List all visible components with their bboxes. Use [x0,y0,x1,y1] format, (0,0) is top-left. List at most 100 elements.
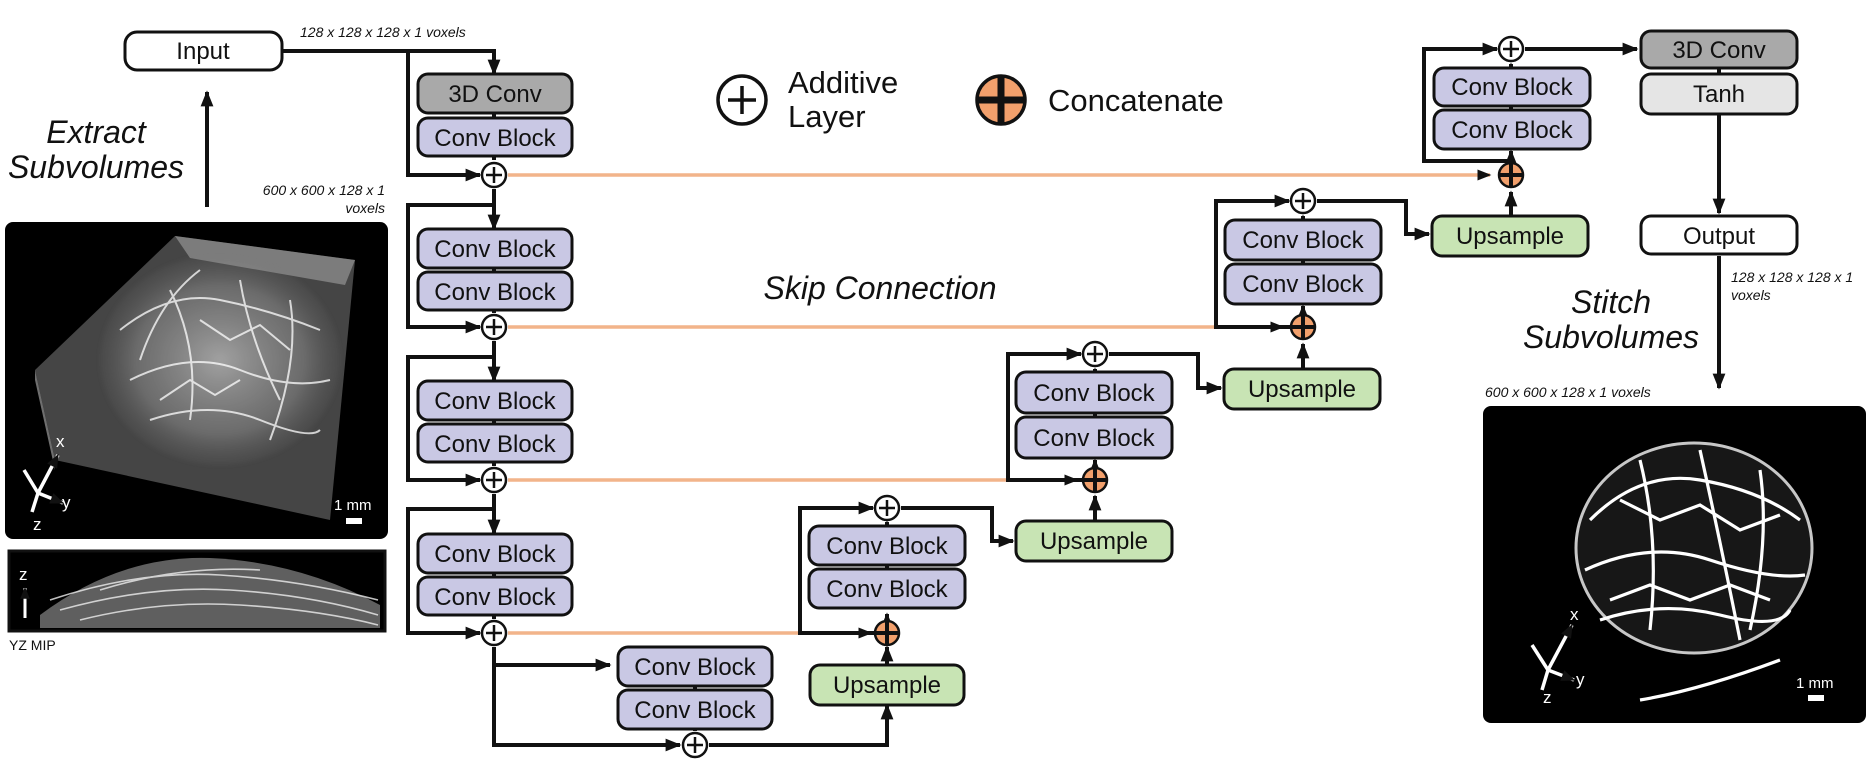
upsample-1: Upsample [1430,214,1590,258]
encoder-conv3d: 3D Conv [416,72,574,115]
output-volume-image: x y z 1 mm [1483,406,1866,723]
dec1-block-a: Conv Block [1432,66,1592,108]
enc4-block-b-label: Conv Block [434,584,556,611]
mip-label: YZ MIP [9,637,56,653]
dec4-block-b: Conv Block [807,567,967,610]
enc2-block-a: Conv Block [416,227,574,270]
upsample-4: Upsample [808,663,966,707]
bottleneck-block-a-label: Conv Block [634,654,756,681]
enc3-block-b: Conv Block [416,422,574,464]
scale-bar-icon [346,518,362,524]
enc3-block-b-label: Conv Block [434,431,556,458]
dec3-block-a-label: Conv Block [1033,380,1155,407]
concatenate-node [1289,313,1317,341]
vessel-texture [119,269,331,441]
additive-node [1497,35,1525,63]
yz-mip-image: z [7,549,387,633]
enc1-block-a: Conv Block [416,116,574,158]
concatenate-nodes [873,161,1525,647]
output-dims-line2: voxels [1731,287,1771,303]
dec4-block-b-label: Conv Block [826,576,948,603]
upsample-2-label: Upsample [1248,376,1356,403]
concatenate-node [1497,161,1525,189]
output-axis-triad-icon [1530,623,1576,691]
dec3-block-b: Conv Block [1014,415,1174,460]
output-scale-bar-icon [1808,695,1824,701]
output-axis-z-label: z [1543,688,1552,707]
output-label: Output [1683,223,1755,250]
dec2-block-b: Conv Block [1223,262,1383,306]
legend-concatenate-label: Concatenate [1048,83,1224,118]
axis-y-label: y [62,493,71,512]
result-dims-label: 600 x 600 x 128 x 1 voxels [1485,384,1651,400]
extract-heading-line2: Subvolumes [8,149,184,185]
enc2-block-b-label: Conv Block [434,279,556,306]
output-axis-y-label: y [1576,670,1585,689]
head-conv3d: 3D Conv [1639,29,1799,70]
upsample-2: Upsample [1222,367,1382,411]
input-dims-label: 128 x 128 x 128 x 1 voxels [300,24,466,40]
legend-additive-line1: Additive [788,65,898,100]
bottleneck-block-b-label: Conv Block [634,697,756,724]
stitch-heading-line2: Subvolumes [1523,319,1699,355]
additive-node [480,313,508,341]
dec3-block-a: Conv Block [1014,370,1174,415]
enc4-block-a-label: Conv Block [434,541,556,568]
additive-node [1081,340,1109,368]
head-tanh-label: Tanh [1693,81,1745,108]
upsample-3-label: Upsample [1040,528,1148,555]
additive-node [681,731,709,759]
enc2-block-a-label: Conv Block [434,236,556,263]
input-volume-image: x y z 1 mm [5,222,388,539]
dec2-block-b-label: Conv Block [1242,271,1364,298]
volume-dims-line2: voxels [345,200,385,216]
enc3-block-a: Conv Block [416,379,574,422]
upsample-1-label: Upsample [1456,223,1564,250]
dec1-block-a-label: Conv Block [1451,74,1573,101]
bottleneck-block-a: Conv Block [616,645,774,688]
enc3-block-a-label: Conv Block [434,388,556,415]
volume-dims-line1: 600 x 600 x 128 x 1 [263,182,385,198]
input-label: Input [176,38,230,65]
dec2-block-a-label: Conv Block [1242,227,1364,254]
bottleneck-block-b: Conv Block [616,688,774,731]
stitched-vessel-texture [1584,449,1806,702]
upsample-4-label: Upsample [833,672,941,699]
concatenate-icon [975,74,1027,126]
dec4-block-a-label: Conv Block [826,533,948,560]
enc4-block-a: Conv Block [416,532,574,575]
mip-axis-label: z [19,565,28,584]
additive-nodes [480,35,1525,759]
enc1-block-a-label: Conv Block [434,125,556,152]
concatenate-node [1081,466,1109,494]
encoder-conv3d-label: 3D Conv [448,81,541,108]
output-dims-line1: 128 x 128 x 128 x 1 [1731,269,1853,285]
extract-heading-line1: Extract [46,114,147,150]
dec1-block-b: Conv Block [1432,108,1592,151]
additive-node [480,466,508,494]
legend-additive-line2: Layer [788,99,866,134]
additive-icon [716,74,768,126]
concatenate-node [873,619,901,647]
axis-x-label: x [56,432,65,451]
upsample-3: Upsample [1014,519,1174,563]
output-axis-x-label: x [1570,605,1579,624]
output-box: Output [1639,214,1799,256]
additive-node [480,619,508,647]
additive-node [1289,187,1317,215]
enc2-block-b: Conv Block [416,270,574,312]
axis-triad-icon [22,453,65,513]
axis-z-label: z [33,515,42,534]
additive-node [873,494,901,522]
head-tanh: Tanh [1639,72,1799,116]
skip-connection-label: Skip Connection [763,270,996,306]
scale-bar-label: 1 mm [334,497,372,514]
dec4-block-a: Conv Block [807,524,967,567]
input-box: Input [123,30,284,72]
legend-concatenate: Concatenate [975,74,1224,126]
output-scale-bar-label: 1 mm [1796,675,1834,692]
stitch-heading-line1: Stitch [1571,284,1651,320]
legend-additive: Additive Layer [716,65,898,134]
dec2-block-a: Conv Block [1223,218,1383,262]
